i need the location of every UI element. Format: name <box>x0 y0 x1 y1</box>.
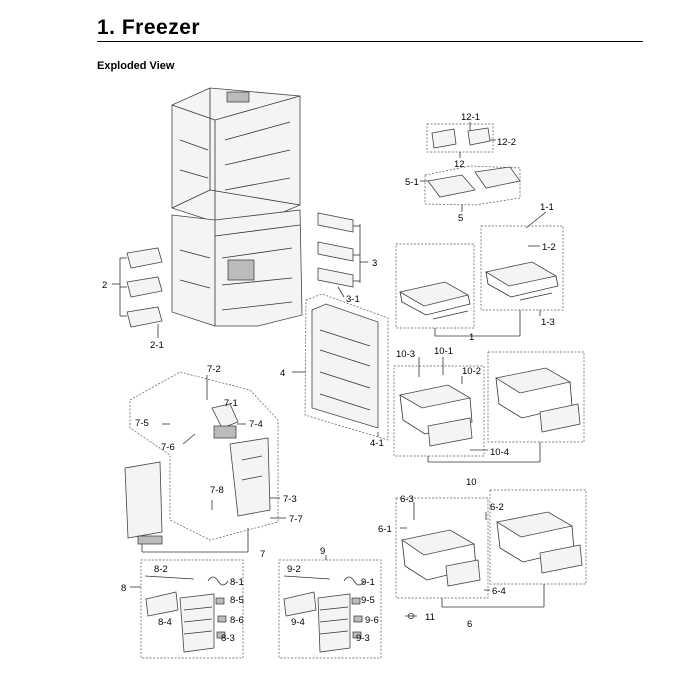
rail-assembly-2 <box>112 247 163 338</box>
callout-7-8: 7-8 <box>210 485 224 496</box>
callout-6-4: 6-4 <box>492 586 506 597</box>
drawer-assembly-1 <box>395 211 564 337</box>
callout-6: 6 <box>467 619 472 630</box>
callout-10-2: 10-2 <box>462 366 481 377</box>
callout-9-6: 9-6 <box>365 615 379 626</box>
callout-10: 10 <box>466 477 477 488</box>
evaporator-assembly-8 <box>130 559 244 659</box>
callout-12-1: 12-1 <box>461 112 480 123</box>
callout-8-3: 8-3 <box>221 633 235 644</box>
callout-9-2: 9-2 <box>287 564 301 575</box>
callout-10-3: 10-3 <box>396 349 415 360</box>
callout-7-7: 7-7 <box>289 514 303 525</box>
callout-1-2: 1-2 <box>542 242 556 253</box>
callout-10-1: 10-1 <box>434 346 453 357</box>
drawer-assembly-6 <box>395 489 587 608</box>
callout-8-5: 8-5 <box>230 595 244 606</box>
callout-1: 1 <box>469 332 474 343</box>
rail-assembly-3 <box>317 212 368 298</box>
callout-8-6: 8-6 <box>230 615 244 626</box>
callout-12-2: 12-2 <box>497 137 516 148</box>
callout-7: 7 <box>260 549 265 560</box>
callout-9-3: 9-3 <box>356 633 370 644</box>
freezer-cabinet-upper <box>171 87 301 223</box>
callout-9-1: 9-1 <box>361 577 375 588</box>
callout-7-4: 7-4 <box>249 419 263 430</box>
callout-11: 11 <box>425 612 435 623</box>
callout-2: 2 <box>102 280 107 291</box>
ice-tray-cover-5 <box>420 165 521 212</box>
callout-12: 12 <box>454 159 465 170</box>
evaporator-cover-7 <box>124 371 286 553</box>
callout-7-5: 7-5 <box>135 418 149 429</box>
evaporator-assembly-9 <box>278 555 382 659</box>
callout-7-2: 7-2 <box>207 364 221 375</box>
fastener-kit-12 <box>426 122 496 158</box>
page-title: 1. Freezer <box>97 16 201 39</box>
callout-4: 4 <box>280 368 285 379</box>
callout-5: 5 <box>458 213 463 224</box>
callout-3-1: 3-1 <box>346 294 360 305</box>
callout-8: 8 <box>121 583 126 594</box>
callout-7-6: 7-6 <box>161 442 175 453</box>
callout-9: 9 <box>320 546 325 557</box>
callout-10-4: 10-4 <box>490 447 509 458</box>
callout-8-4: 8-4 <box>158 617 172 628</box>
title-rule <box>97 41 643 42</box>
callout-3: 3 <box>372 258 377 269</box>
callout-6-2: 6-2 <box>490 502 504 513</box>
callout-9-4: 9-4 <box>291 617 305 628</box>
callout-4-1: 4-1 <box>370 438 384 449</box>
freezer-cabinet-lower <box>171 209 303 327</box>
callout-1-3: 1-3 <box>541 317 555 328</box>
door-liner-4 <box>292 293 389 441</box>
section-subtitle: Exploded View <box>97 60 175 72</box>
callout-8-1: 8-1 <box>230 577 244 588</box>
callout-9-5: 9-5 <box>361 595 375 606</box>
callout-8-2: 8-2 <box>154 564 168 575</box>
callout-7-3: 7-3 <box>283 494 297 505</box>
screw-11 <box>405 613 417 620</box>
drawer-assembly-10 <box>393 351 585 463</box>
callout-6-3: 6-3 <box>400 494 414 505</box>
callout-1-1: 1-1 <box>540 202 554 213</box>
callout-7-1: 7-1 <box>224 398 238 409</box>
callout-5-1: 5-1 <box>405 177 419 188</box>
callout-6-1: 6-1 <box>378 524 392 535</box>
callout-2-1: 2-1 <box>150 340 164 351</box>
